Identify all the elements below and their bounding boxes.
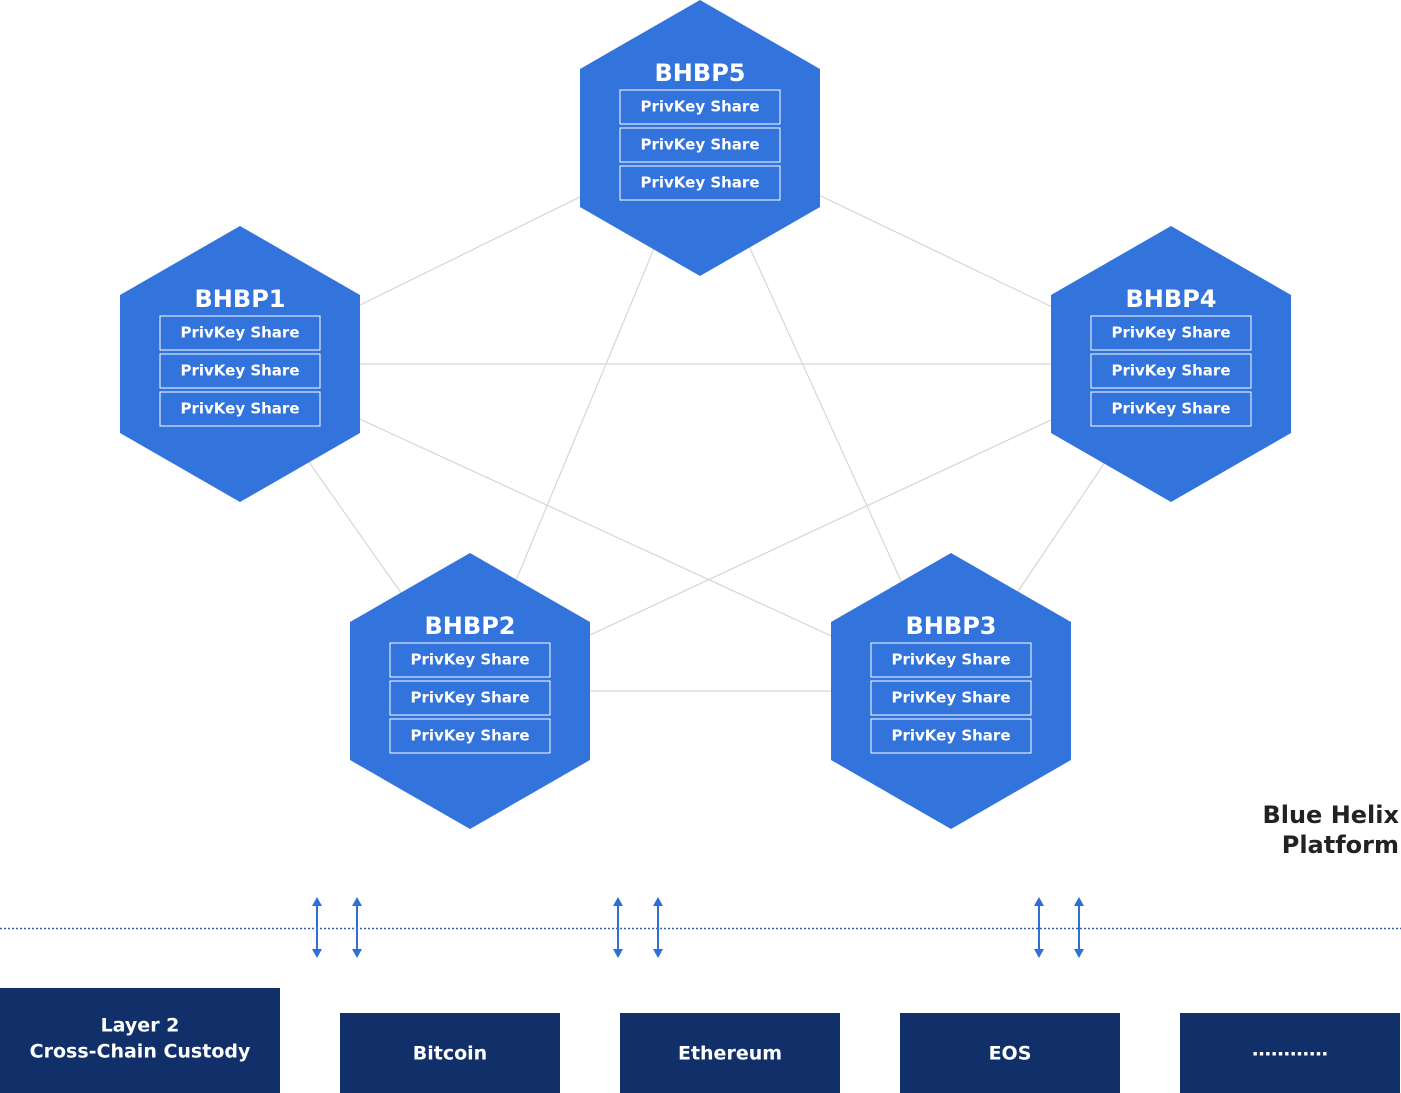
chain-label: Bitcoin — [413, 1043, 487, 1065]
privkey-share-label: PrivKey Share — [410, 727, 529, 745]
node-bhbp2: BHBP2 PrivKey Share PrivKey Share PrivKe… — [350, 553, 590, 829]
privkey-share-box — [1090, 353, 1252, 389]
chain-label-line1: Layer 2 — [101, 1015, 180, 1037]
privkey-share-label: PrivKey Share — [1111, 400, 1230, 418]
node-bhbp5: BHBP5 PrivKey Share PrivKey Share PrivKe… — [580, 0, 820, 276]
chain-label-line2: Cross-Chain Custody — [30, 1041, 251, 1063]
privkey-share-label: PrivKey Share — [640, 136, 759, 154]
privkey-share-label: PrivKey Share — [640, 174, 759, 192]
chain-label: Ethereum — [678, 1043, 782, 1065]
bidirectional-arrow-icon — [653, 897, 663, 958]
privkey-share-label: PrivKey Share — [180, 362, 299, 380]
privkey-share-label: PrivKey Share — [180, 400, 299, 418]
privkey-share-label: PrivKey Share — [891, 651, 1010, 669]
privkey-share-box — [870, 642, 1032, 678]
node-title: BHBP3 — [906, 612, 997, 640]
privkey-share-box — [619, 165, 781, 201]
chain-box-more: ………… — [1180, 1013, 1400, 1093]
hexagon-shape — [350, 553, 590, 829]
platform-label-line1: Blue Helix — [1262, 801, 1399, 829]
hexagon-shape — [120, 226, 360, 502]
privkey-share-label: PrivKey Share — [891, 689, 1010, 707]
node-title: BHBP5 — [655, 59, 746, 87]
hexagon-shape — [1051, 226, 1291, 502]
chain-label: EOS — [989, 1043, 1032, 1065]
privkey-share-label: PrivKey Share — [410, 651, 529, 669]
privkey-share-label: PrivKey Share — [640, 98, 759, 116]
privkey-share-box — [159, 391, 321, 427]
node-bhbp3: BHBP3 PrivKey Share PrivKey Share PrivKe… — [831, 553, 1071, 829]
privkey-share-box — [389, 642, 551, 678]
privkey-share-box — [870, 680, 1032, 716]
bidirectional-arrow-icon — [352, 897, 362, 958]
privkey-share-box — [870, 718, 1032, 754]
arrow-group — [312, 897, 1084, 958]
bidirectional-arrow-icon — [613, 897, 623, 958]
platform-label-line2: Platform — [1282, 831, 1399, 859]
privkey-share-box — [389, 718, 551, 754]
privkey-share-box — [1090, 391, 1252, 427]
node-title: BHBP1 — [195, 285, 286, 313]
chain-box-ethereum: Ethereum — [620, 1013, 840, 1093]
chain-label: ………… — [1252, 1039, 1328, 1061]
node-bhbp1: BHBP1 PrivKey Share PrivKey Share PrivKe… — [120, 226, 360, 502]
chain-box-bitcoin: Bitcoin — [340, 1013, 560, 1093]
hexagon-shape — [831, 553, 1071, 829]
node-title: BHBP2 — [425, 612, 516, 640]
privkey-share-box — [159, 315, 321, 351]
privkey-share-label: PrivKey Share — [891, 727, 1010, 745]
privkey-share-box — [619, 89, 781, 125]
bidirectional-arrow-icon — [1074, 897, 1084, 958]
privkey-share-label: PrivKey Share — [1111, 362, 1230, 380]
hexagon-shape — [580, 0, 820, 276]
privkey-share-box — [389, 680, 551, 716]
bidirectional-arrow-icon — [312, 897, 322, 958]
node-bhbp4: BHBP4 PrivKey Share PrivKey Share PrivKe… — [1051, 226, 1291, 502]
privkey-share-label: PrivKey Share — [180, 324, 299, 342]
chain-box-layer2: Layer 2 Cross-Chain Custody — [0, 988, 280, 1093]
privkey-share-box — [159, 353, 321, 389]
privkey-share-label: PrivKey Share — [1111, 324, 1230, 342]
node-title: BHBP4 — [1126, 285, 1217, 313]
chain-box-eos: EOS — [900, 1013, 1120, 1093]
privkey-share-box — [1090, 315, 1252, 351]
privkey-share-box — [619, 127, 781, 163]
privkey-share-label: PrivKey Share — [410, 689, 529, 707]
bidirectional-arrow-icon — [1034, 897, 1044, 958]
